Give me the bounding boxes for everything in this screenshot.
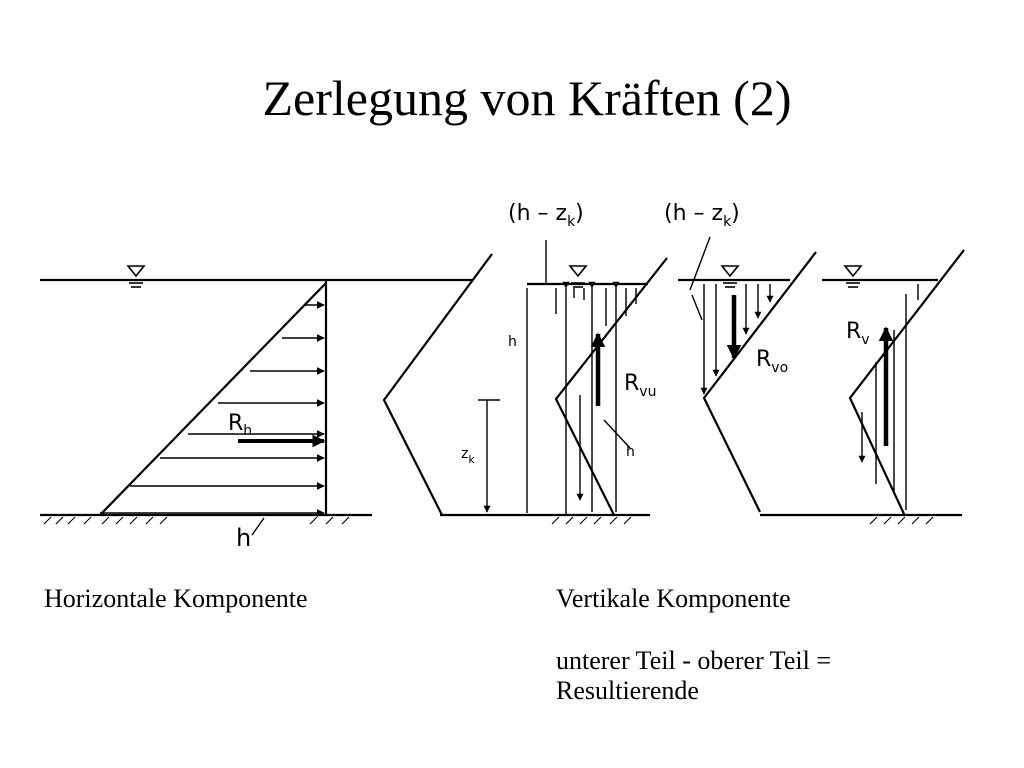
h-zk-label-2: (h – zk) — [664, 201, 740, 230]
h-pointer — [251, 517, 265, 536]
water-level-symbol — [568, 265, 588, 288]
wall-outline — [702, 251, 817, 513]
rvu-label: Rvu — [624, 371, 656, 400]
pressure-arrows — [100, 301, 325, 517]
water-level-symbol — [126, 265, 146, 288]
h-left-label: h — [508, 334, 517, 350]
soil-hatching — [551, 516, 632, 525]
caption-resultant: unterer Teil - oberer Teil = Resultieren… — [556, 646, 832, 705]
rh-label: Rh — [228, 411, 252, 439]
soil-hatching — [43, 516, 350, 525]
rv-label: Rv — [846, 319, 870, 348]
h-base-label: h — [236, 524, 251, 552]
wall-outline — [848, 249, 965, 515]
water-level-symbol — [720, 265, 740, 288]
slide-title: Zerlegung von Kräften (2) — [262, 70, 792, 126]
h-right-label: h — [626, 444, 635, 460]
caption-vertical-component: Vertikale Komponente — [556, 584, 791, 613]
panel-vertical-lower — [440, 240, 668, 517]
rvo-label: Rvo — [756, 347, 788, 376]
panel-horizontal — [40, 253, 493, 536]
panel-vertical-resultant — [760, 249, 965, 517]
caption-horizontal-component: Horizontale Komponente — [44, 584, 308, 613]
pressure-triangle-hypotenuse — [99, 282, 327, 516]
dam-outline — [382, 253, 493, 516]
wall-outline — [554, 257, 668, 516]
soil-hatching — [869, 516, 934, 525]
panel-vertical-upper — [678, 236, 817, 513]
zk-label: zk — [461, 446, 475, 466]
water-level-symbol — [843, 265, 863, 288]
h-zk-label-1: (h – zk) — [508, 201, 584, 230]
